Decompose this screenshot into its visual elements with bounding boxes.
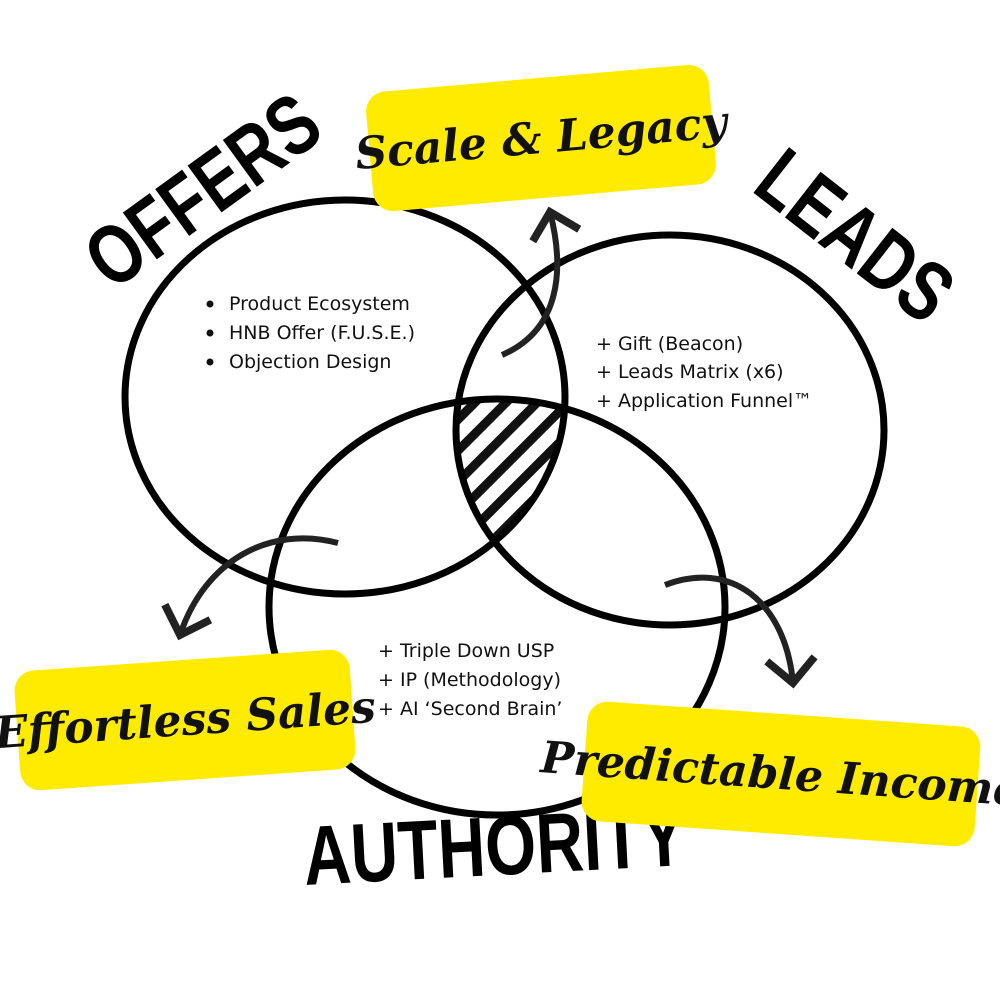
offers-title: OFFERS bbox=[67, 74, 337, 306]
arrow-to-scale bbox=[500, 206, 582, 358]
leads-list: + Gift (Beacon) + Leads Matrix (x6) + Ap… bbox=[596, 333, 812, 412]
authority-circle bbox=[265, 395, 729, 819]
list-item: + Leads Matrix (x6) bbox=[596, 361, 784, 383]
predictable-income-label: Predictable Income bbox=[537, 701, 1000, 847]
authority-list: + Triple Down USP + IP (Methodology) + A… bbox=[378, 640, 562, 720]
offers-list: Product Ecosystem HNB Offer (F.U.S.E.) O… bbox=[206, 293, 415, 373]
list-item: Objection Design bbox=[229, 351, 391, 373]
list-item: + Gift (Beacon) bbox=[596, 333, 743, 355]
list-item: Product Ecosystem bbox=[229, 293, 410, 315]
leads-title: LEADS bbox=[739, 130, 972, 340]
offers-circle bbox=[121, 196, 569, 598]
scale-legacy-label: Scale & Legacy bbox=[353, 64, 732, 212]
list-item: HNB Offer (F.U.S.E.) bbox=[229, 322, 415, 344]
list-item: + Application Funnel™ bbox=[596, 390, 812, 412]
list-item: + Triple Down USP bbox=[378, 640, 554, 662]
arrow-to-sales bbox=[161, 535, 339, 641]
leads-circle bbox=[452, 231, 888, 629]
list-item: + IP (Methodology) bbox=[378, 669, 561, 691]
list-item: + AI ‘Second Brain’ bbox=[378, 698, 562, 720]
arrow-to-income bbox=[663, 574, 818, 689]
effortless-sales-label: Effortless Sales bbox=[0, 649, 377, 791]
